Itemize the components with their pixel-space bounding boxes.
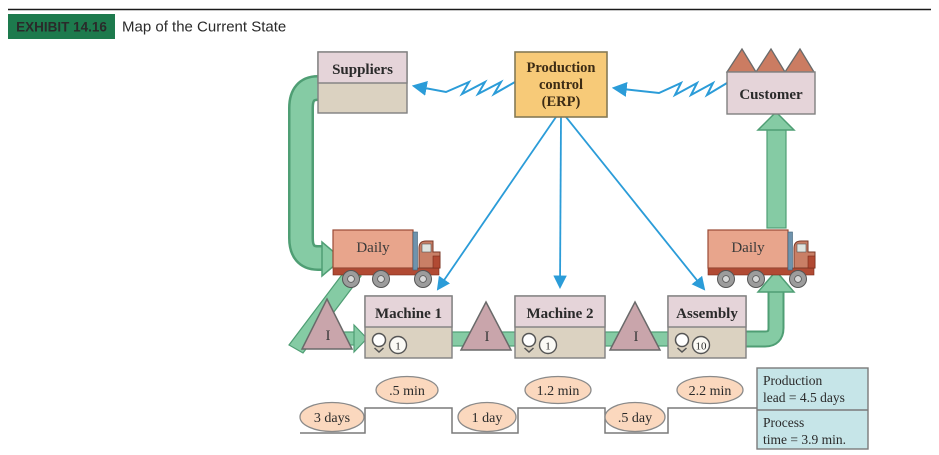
production-control-box: Production control (ERP) — [514, 51, 608, 118]
process-time: .5 min — [389, 384, 425, 399]
process-time: 2.2 min — [689, 384, 732, 399]
timeline-wait-oval-1: 3 days — [299, 401, 365, 433]
customer-roof-icon — [754, 47, 787, 73]
supplier-material-flow-pipe — [288, 75, 344, 278]
customer-roof-icon — [725, 47, 758, 73]
timeline-wait-oval-3: .5 day — [604, 401, 666, 433]
assembly-label: Assembly — [676, 306, 738, 322]
exhibit-label: EXHIBIT 14.16 — [16, 20, 107, 35]
schedule-arrow-assembly — [565, 116, 706, 291]
flow-arrowhead — [321, 240, 344, 278]
timeline-ledger — [300, 407, 757, 434]
inventory-symbol: I — [326, 328, 331, 344]
schedule-arrow-machine1 — [436, 116, 557, 291]
summary-box: Production lead = 4.5 days Process time … — [756, 367, 869, 450]
inventory-triangle-2: I — [459, 300, 513, 351]
inventory-triangle-1: I — [300, 297, 354, 350]
truck-icon — [332, 229, 441, 289]
machine1-operator-count: 1 — [395, 341, 401, 353]
production-lead-line2: lead = 4.5 days — [763, 390, 845, 405]
suppliers-box: Suppliers — [317, 51, 408, 114]
customer-label: Customer — [739, 87, 803, 103]
wait-time: 3 days — [314, 411, 350, 426]
figure-title: Map of the Current State — [122, 19, 286, 36]
machine2-operator-count: 1 — [545, 341, 551, 353]
timeline-process-oval-3: 2.2 min — [676, 375, 744, 405]
operator-count-badge — [691, 335, 711, 355]
truck-left: Daily — [332, 229, 441, 289]
info-arrow-customer-to-erp — [611, 80, 728, 98]
flow-arrowhead — [756, 110, 796, 131]
customer-box: Customer — [725, 47, 816, 115]
wait-time: 1 day — [472, 411, 503, 426]
truck-left-daily-label: Daily — [356, 240, 390, 256]
timeline-process-oval-1: .5 min — [375, 375, 439, 405]
inventory-symbol: I — [485, 329, 490, 345]
truck-right: Daily — [707, 229, 816, 289]
info-arrow-erp-to-suppliers — [411, 79, 516, 97]
machine2-label: Machine 2 — [526, 306, 593, 322]
assembly-operator-count: 10 — [696, 341, 708, 353]
exhibit-badge — [8, 14, 115, 39]
truck-right-daily-label: Daily — [731, 240, 765, 256]
wait-time: .5 day — [618, 411, 652, 426]
timeline-wait-oval-2: 1 day — [457, 401, 517, 433]
machine1-label: Machine 1 — [375, 306, 442, 322]
production-control-line1: Production — [526, 60, 595, 76]
flow-arrowhead — [756, 269, 796, 293]
operator-count-badge — [538, 335, 558, 355]
production-control-line3: (ERP) — [542, 94, 581, 110]
machine1-box: Machine 1 1 — [364, 295, 453, 359]
suppliers-label: Suppliers — [332, 62, 393, 78]
customer-roof-icon — [783, 47, 816, 73]
truck-icon — [707, 229, 816, 289]
process-time-line1: Process — [763, 415, 804, 430]
process-time: 1.2 min — [537, 384, 580, 399]
production-lead-line1: Production — [763, 373, 822, 388]
production-control-line2: control — [539, 77, 583, 93]
schedule-arrow-machine2 — [553, 116, 567, 290]
inventory-symbol: I — [634, 329, 639, 345]
timeline-process-oval-2: 1.2 min — [524, 375, 592, 405]
inventory-triangle-3: I — [608, 300, 662, 351]
operator-count-badge — [388, 335, 408, 355]
material-flow-assembly-to-truck — [746, 269, 796, 348]
machine2-box: Machine 2 1 — [514, 295, 606, 359]
flow-arrowhead — [353, 323, 368, 354]
material-flow-truck-to-customer — [756, 110, 796, 229]
process-time-line2: time = 3.9 min. — [763, 432, 846, 447]
assembly-box: Assembly 10 — [667, 295, 747, 359]
